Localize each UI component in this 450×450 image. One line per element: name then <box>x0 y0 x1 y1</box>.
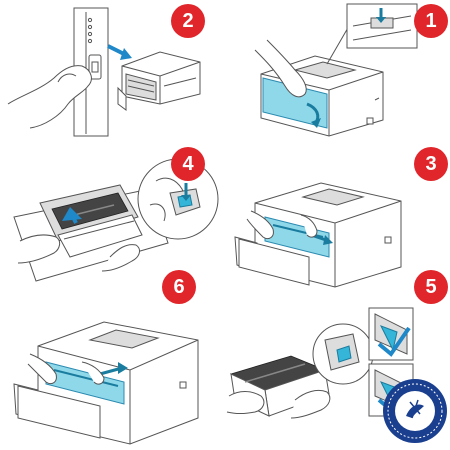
hand <box>81 361 105 385</box>
hand <box>290 389 331 419</box>
hand <box>17 234 61 264</box>
hand <box>7 65 92 129</box>
step-number: 1 <box>425 9 437 32</box>
hand <box>226 391 265 414</box>
step-number-badge: 1 <box>414 4 448 38</box>
step-number: 2 <box>182 9 194 32</box>
step-number: 3 <box>425 152 437 175</box>
step-number: 4 <box>182 152 194 175</box>
step-1-panel: 1 <box>225 0 450 150</box>
seal-logo-icon <box>383 379 447 443</box>
step-number: 5 <box>425 275 437 298</box>
step-3-illustration <box>234 182 402 288</box>
step-number-badge: 4 <box>171 147 205 181</box>
step-number-badge: 6 <box>162 270 196 304</box>
step-4-panel: 4 <box>0 145 225 295</box>
step-5-panel: 5 <box>225 270 450 450</box>
step-5-illustration <box>226 307 414 419</box>
hand <box>27 353 57 385</box>
step-number: 6 <box>173 275 185 298</box>
toner-cartridge <box>57 214 143 258</box>
step-number-badge: 2 <box>171 4 205 38</box>
step-number-badge: 3 <box>414 147 448 181</box>
arrow-icon <box>62 207 82 221</box>
front-door <box>17 385 101 439</box>
arrow-icon <box>323 235 333 245</box>
step-4-illustration <box>13 158 219 282</box>
step-2-panel: 2 <box>0 0 225 150</box>
step-1-illustration <box>254 3 418 137</box>
green-tab <box>336 345 352 363</box>
step-3-panel: 3 <box>225 145 450 295</box>
hand <box>254 39 307 98</box>
step-6-illustration <box>13 321 199 445</box>
checkmark-icon <box>377 326 411 357</box>
hand <box>300 214 318 238</box>
hand <box>101 244 140 272</box>
hand <box>246 210 274 240</box>
front-door <box>238 238 310 286</box>
arrow-icon <box>118 362 128 374</box>
step-2-illustration <box>7 7 201 137</box>
step-number-badge: 5 <box>414 270 448 304</box>
step-6-panel: 6 <box>0 270 225 450</box>
